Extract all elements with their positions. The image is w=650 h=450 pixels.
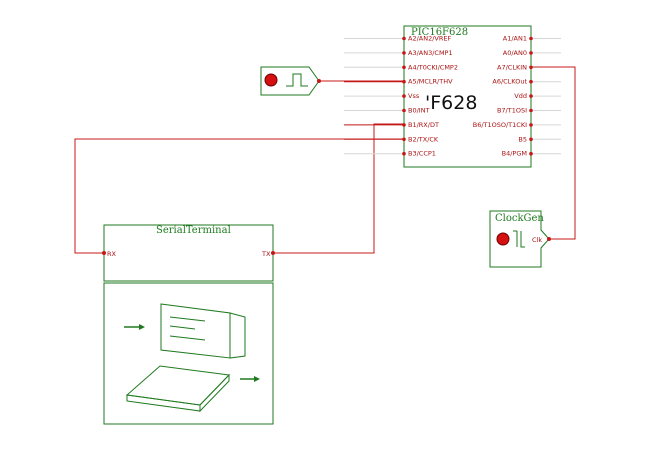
computer-icon [124, 303, 260, 413]
pic-pin-right-8[interactable]: B4/PGM [502, 150, 561, 158]
pic-pin-dot[interactable] [529, 51, 533, 55]
pic-pin-dot[interactable] [529, 79, 533, 84]
pic-pin-label: Vss [408, 92, 420, 100]
pic-pin-dot[interactable] [529, 94, 533, 98]
serial-terminal-title: SerialTerminal [156, 225, 231, 236]
pic-pin-dot[interactable] [402, 123, 406, 127]
monitor-side [229, 312, 246, 359]
pic-pin-label: A2/AN2/VREF [408, 35, 451, 43]
pic-pin-label: A5/MCLR/THV [408, 78, 453, 86]
reset-output-pin[interactable] [317, 79, 321, 83]
pic-pin-label: A6/CLKOut [492, 78, 527, 86]
pic-pin-label: B7/T1OSI [497, 107, 527, 115]
pic-label: 'F628 [425, 92, 477, 114]
wire-clkin-to-clockgen[interactable] [531, 66, 576, 240]
reset-switch-component[interactable] [260, 66, 321, 96]
pic-pin-dot[interactable] [402, 151, 406, 156]
clockgen-output-pin[interactable] [547, 237, 551, 241]
pic-pin-label: B1/RX/DT [408, 121, 439, 129]
clockgen-body[interactable] [489, 210, 550, 268]
pic-pin-left-1[interactable]: A3/AN3/CMP1 [344, 49, 453, 57]
pic-pin-right-3[interactable]: A6/CLKOut [492, 78, 561, 86]
pic-pin-label: A4/T0CKI/CMP2 [408, 63, 458, 71]
pic-pin-left-8[interactable]: B3/CCP1 [344, 150, 436, 158]
pic-pin-left-6[interactable]: B1/RX/DT [344, 121, 439, 129]
pic-pin-right-5[interactable]: B7/T1OSI [497, 107, 561, 115]
pic-pin-dot[interactable] [529, 123, 533, 127]
reset-switch-body[interactable] [260, 66, 320, 96]
pic-pin-dot[interactable] [529, 137, 533, 142]
pic-pin-label: A7/CLKIN [497, 63, 527, 71]
wire-rx-to-tx[interactable] [273, 123, 404, 254]
pic-pin-label: Vdd [514, 92, 527, 100]
keyboard-front [126, 394, 201, 412]
clockgen-button-icon[interactable] [496, 232, 510, 246]
pic-pin-right-6[interactable]: B6/T1OSO/T1CKI [473, 121, 561, 129]
pic-pin-right-2[interactable]: A7/CLKIN [497, 63, 533, 71]
pic-pin-label: B4/PGM [502, 150, 527, 158]
pic-pin-dot[interactable] [402, 94, 406, 98]
serial-terminal-tx-label: TX [261, 250, 271, 258]
pic16f628-component[interactable]: PIC16F628 'F628 A2/AN2/VREF A3/AN3/CMP1A4… [344, 25, 561, 168]
pic-pin-left-7[interactable]: B2/TX/CK [344, 135, 439, 143]
pic-pin-right-1[interactable]: A0/AN0 [503, 49, 561, 57]
clock-icon [513, 230, 525, 248]
pic-pin-label: A3/AN3/CMP1 [408, 49, 453, 57]
pic-pin-label: B5 [518, 135, 527, 143]
pic-pin-dot[interactable] [402, 137, 406, 142]
pic-pin-left-0[interactable]: A2/AN2/VREF [344, 35, 451, 43]
pic-pin-left-2[interactable]: A4/T0CKI/CMP2 [344, 63, 458, 71]
output-arrow-icon [240, 376, 260, 382]
pic-pin-dot[interactable] [529, 36, 533, 41]
wire-tx-to-rx[interactable] [74, 138, 404, 254]
pic-pin-label: A0/AN0 [503, 49, 527, 57]
clockgen-title: ClockGen [495, 213, 544, 224]
pic-pin-dot[interactable] [402, 108, 406, 113]
pic-pin-label: A1/AN1 [503, 35, 527, 43]
pic-pin-right-7[interactable]: B5 [518, 135, 561, 143]
pic-left-pins: A2/AN2/VREF A3/AN3/CMP1A4/T0CKI/CMP2A5/MC… [344, 35, 458, 158]
pic-pin-left-5[interactable]: B0/INT [344, 107, 430, 115]
push-button-icon[interactable] [264, 73, 278, 87]
pulse-icon [286, 73, 308, 87]
pic-pin-dot[interactable] [529, 151, 533, 156]
pic-pin-dot[interactable] [402, 79, 406, 84]
pic-body[interactable] [403, 25, 532, 168]
serial-terminal-rx-pin[interactable] [102, 251, 106, 255]
serial-terminal-tx-pin[interactable] [271, 251, 275, 255]
input-arrow-icon [124, 324, 145, 330]
pic-pin-dot[interactable] [402, 36, 406, 41]
serial-terminal-header[interactable] [103, 224, 274, 282]
pic-pin-left-3[interactable]: A5/MCLR/THV [344, 78, 453, 86]
clockgen-pin-label: Clk [532, 236, 542, 244]
pic-title: PIC16F628 [411, 27, 468, 38]
pic-pin-label: B0/INT [408, 107, 430, 115]
pic-pin-left-4[interactable]: Vss [344, 92, 420, 100]
pic-pin-right-0[interactable]: A1/AN1 [503, 35, 561, 43]
pic-pin-dot[interactable] [529, 65, 533, 70]
pic-pin-label: B3/CCP1 [408, 150, 436, 158]
serial-terminal-rx-label: RX [107, 250, 117, 258]
pic-pin-right-4[interactable]: Vdd [514, 92, 561, 100]
pic-pin-label: B2/TX/CK [408, 135, 439, 143]
pic-pin-dot[interactable] [402, 51, 406, 55]
clockgen-component[interactable]: ClockGen Clk [489, 210, 551, 268]
serial-terminal-component[interactable]: SerialTerminal RX TX [102, 224, 275, 425]
pic-pin-dot[interactable] [402, 65, 406, 70]
pic-pin-label: B6/T1OSO/T1CKI [473, 121, 527, 129]
pic-pin-dot[interactable] [529, 108, 533, 113]
